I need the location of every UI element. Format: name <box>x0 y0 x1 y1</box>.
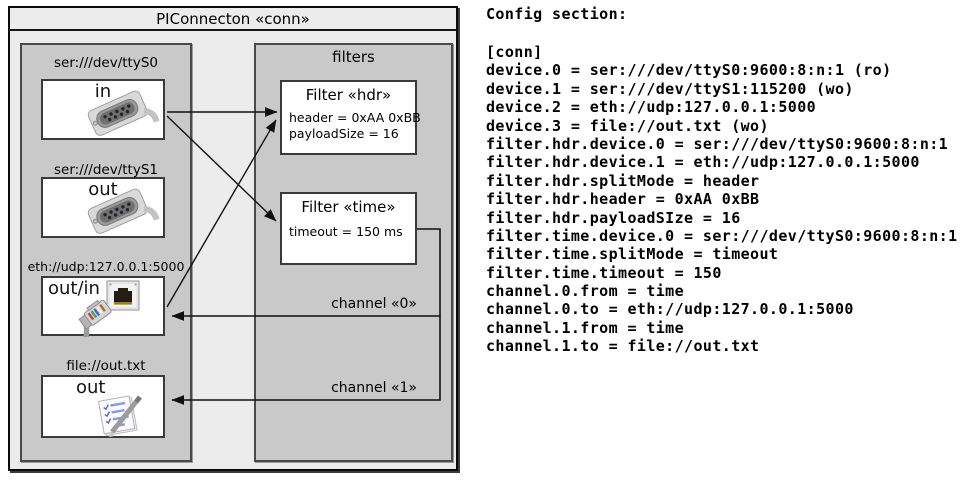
devices-panel: ser:///dev/ttyS0 in ser:///dev/ttyS1 <box>20 43 192 462</box>
serial-connector-icon <box>87 188 160 234</box>
config-line: channel.1.from = time <box>486 318 685 337</box>
filter-title: Filter «time» <box>301 198 396 216</box>
device-direction: out/in <box>48 278 100 299</box>
config-line: device.1 = ser:///dev/ttyS1:115200 (wo) <box>486 79 854 98</box>
config-line: device.2 = eth://udp:127.0.0.1:5000 <box>486 98 817 117</box>
config-line: device.0 = ser:///dev/ttyS0:9600:8:n:1 (… <box>486 61 892 80</box>
config-line: filter.hdr.header = 0xAA 0xBB <box>486 190 760 209</box>
diagram-title: PIConnecton «conn» <box>10 8 456 31</box>
config-line: [conn] <box>486 43 543 61</box>
device-uri-ttys0: ser:///dev/ttyS0 <box>54 55 158 71</box>
device-uri-eth: eth://udp:127.0.0.1:5000 <box>27 259 185 274</box>
config-line: device.3 = file://out.txt (wo) <box>486 116 769 135</box>
filters-panel-title: filters <box>332 48 375 66</box>
connection-diagram: PIConnecton «conn» ser:///dev/ttyS0 in <box>8 6 458 471</box>
device-uri-file: file://out.txt <box>66 358 146 374</box>
config-line: channel.0.from = time <box>486 282 685 301</box>
device-direction: out <box>76 377 106 398</box>
config-line: filter.hdr.splitMode = header <box>486 171 760 190</box>
config-line: filter.time.timeout = 150 <box>486 263 722 282</box>
config-line: filter.hdr.device.0 = ser:///dev/ttyS0:9… <box>486 134 949 153</box>
filter-property: timeout = 150 ms <box>289 224 403 239</box>
device-box-eth: out/in <box>41 276 165 337</box>
config-section: Config section: [conn] device.0 = ser://… <box>486 5 958 356</box>
ethernet-cable-icon <box>78 299 112 337</box>
device-direction: in <box>94 81 112 102</box>
device-box-ttys1: out <box>41 177 165 238</box>
config-lines: [conn] device.0 = ser:///dev/ttyS0:9600:… <box>486 43 958 356</box>
config-line: filter.time.splitMode = timeout <box>486 245 779 264</box>
filters-panel: filters Filter «hdr» header = 0xAA 0xBB … <box>254 43 453 462</box>
device-direction: out <box>88 179 118 200</box>
channel-0-label: channel «0» <box>331 296 417 312</box>
filter-box-time: Filter «time» timeout = 150 ms <box>280 192 417 265</box>
ethernet-jack-icon <box>106 280 140 311</box>
config-line: filter.hdr.device.1 = eth://udp:127.0.0.… <box>486 153 920 172</box>
channel-1-label: channel «1» <box>331 380 417 396</box>
config-line: filter.time.device.0 = ser:///dev/ttyS0:… <box>486 226 958 245</box>
filter-property: payloadSize = 16 <box>289 126 399 141</box>
device-uri-ttys1: ser:///dev/ttyS1 <box>54 162 158 178</box>
notepad-pencil-icon <box>97 395 142 437</box>
device-box-ttys0: in <box>41 79 165 140</box>
filter-property: header = 0xAA 0xBB <box>289 110 421 125</box>
config-heading: Config section: <box>486 5 628 23</box>
config-line: channel.0.to = eth://udp:127.0.0.1:5000 <box>486 300 854 319</box>
filter-box-hdr: Filter «hdr» header = 0xAA 0xBB payloadS… <box>280 80 421 155</box>
device-box-file: out <box>41 375 165 438</box>
config-line: filter.hdr.payloadSIze = 16 <box>486 208 741 227</box>
serial-connector-icon <box>87 90 160 136</box>
filter-title: Filter «hdr» <box>305 86 392 104</box>
config-line: channel.1.to = file://out.txt <box>486 337 760 356</box>
